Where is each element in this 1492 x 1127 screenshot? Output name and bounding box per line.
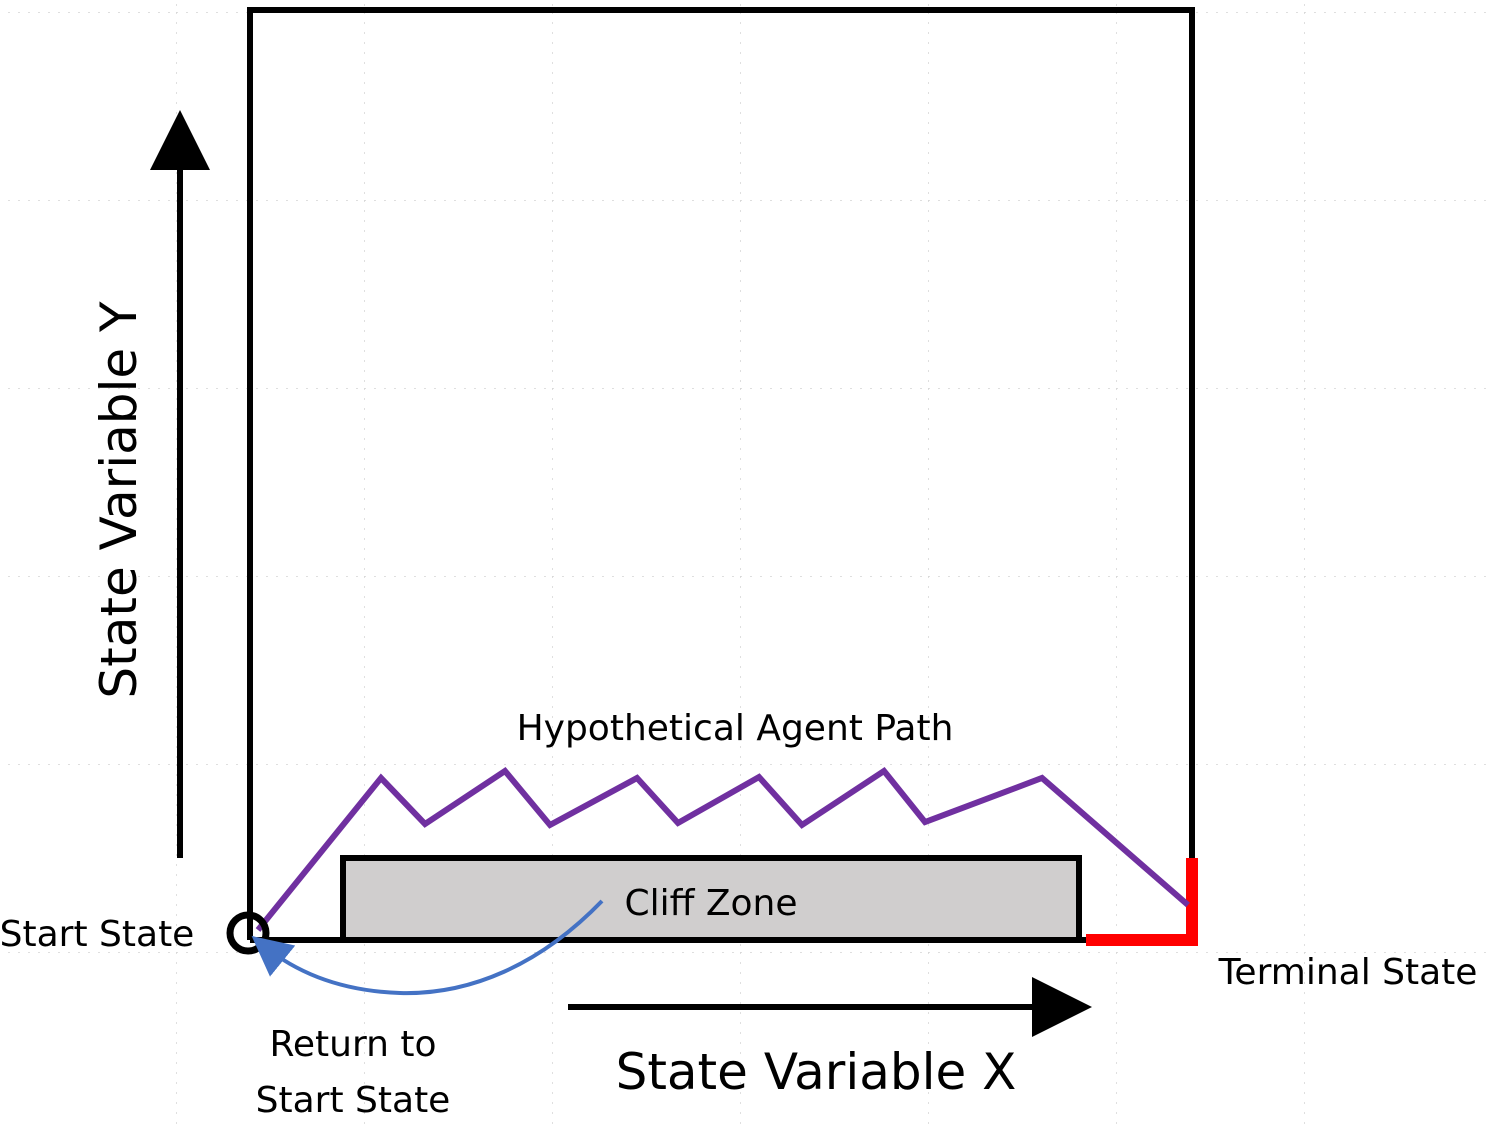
y-axis-label: State Variable Y xyxy=(90,301,148,699)
cliff-zone-label: Cliff Zone xyxy=(624,883,797,924)
start-state-label: Start State xyxy=(0,914,194,955)
cliff-zone-box xyxy=(340,855,1082,943)
terminal-state-marker xyxy=(1086,858,1198,946)
x-axis-label: State Variable X xyxy=(616,1043,1017,1101)
agent-path-line xyxy=(255,766,1190,932)
start-state-marker xyxy=(226,911,270,955)
agent-path-label: Hypothetical Agent Path xyxy=(517,708,954,749)
terminal-state-label: Terminal State xyxy=(1218,952,1478,993)
environment-boundary xyxy=(247,7,1195,940)
return-label-line1: Return to xyxy=(269,1024,436,1065)
return-to-start-arrow xyxy=(251,899,604,996)
return-label-line2: Start State xyxy=(256,1080,451,1121)
